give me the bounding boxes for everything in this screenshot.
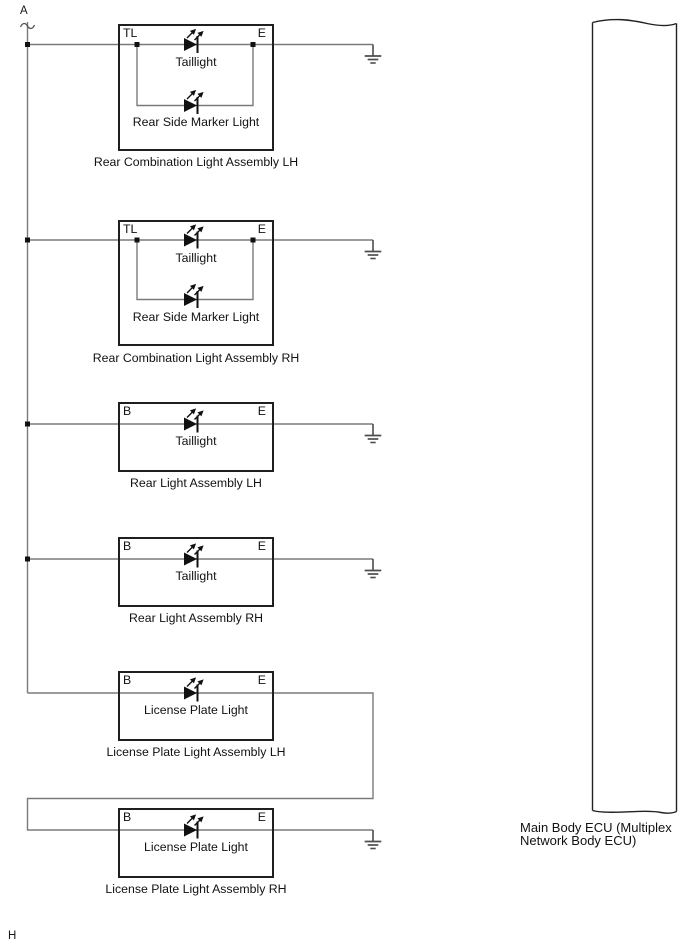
- terminal-label-right: E: [257, 810, 266, 824]
- light-label: License Plate Light: [144, 840, 248, 854]
- component-box-rear-light-rh: [118, 537, 274, 607]
- connector-marker-bottom: H: [8, 930, 17, 942]
- terminal-label-left: B: [123, 404, 132, 418]
- light-label: Taillight: [175, 250, 217, 265]
- assembly-label: Rear Combination Light Assembly RH: [92, 350, 300, 365]
- junction-dot: [134, 42, 140, 47]
- terminal-label-right: E: [257, 539, 266, 553]
- ground-icon: [363, 239, 383, 260]
- component-box-rear-combination-lh: [118, 24, 274, 151]
- component-box-license-plate-lh: [118, 671, 274, 741]
- assembly-label: License Plate Light Assembly LH: [106, 745, 286, 759]
- assembly-label: License Plate Light Assembly RH: [105, 882, 287, 896]
- ecu-label-line2: Network Body ECU): [520, 833, 637, 848]
- light-label: Rear Side Marker Light: [132, 309, 260, 324]
- terminal-label-left: TL: [123, 221, 138, 236]
- terminal-label-right: E: [257, 404, 266, 418]
- light-label: License Plate Light: [144, 703, 248, 717]
- break-icon: [19, 22, 36, 30]
- terminal-label-left: B: [123, 810, 132, 824]
- junction-dot: [25, 556, 30, 562]
- component-box-rear-light-lh: [118, 402, 274, 472]
- junction-dot: [25, 42, 30, 47]
- terminal-label-left: B: [123, 673, 132, 687]
- junction-dot: [25, 237, 30, 243]
- junction-dot: [250, 237, 256, 243]
- ground-icon: [363, 829, 383, 850]
- ground-icon: [363, 43, 383, 64]
- light-label: Rear Side Marker Light: [132, 115, 260, 129]
- terminal-label-right: E: [257, 26, 266, 40]
- ground-icon: [363, 558, 383, 579]
- ecu-label-line1: Main Body ECU (Multiplex: [520, 820, 672, 835]
- assembly-label: Rear Light Assembly RH: [129, 611, 263, 625]
- component-box-license-plate-rh: [118, 808, 274, 878]
- light-label: Taillight: [175, 434, 217, 448]
- junction-dots: [25, 42, 256, 562]
- junction-dot: [134, 237, 140, 243]
- connector-marker-top: A: [20, 5, 28, 17]
- terminal-label-right: E: [257, 673, 266, 687]
- terminal-label-left: B: [123, 539, 132, 553]
- terminal-label-left: TL: [123, 26, 138, 40]
- junction-dot: [25, 421, 30, 427]
- ecu-outline: [591, 18, 678, 814]
- junction-dot: [250, 42, 256, 47]
- terminal-label-right: E: [257, 221, 266, 236]
- license-loop-wire: [26, 692, 374, 831]
- assembly-label: Rear Combination Light Assembly LH: [93, 155, 299, 169]
- ground-icon: [363, 423, 383, 444]
- light-label: Taillight: [175, 569, 217, 583]
- light-label: Taillight: [175, 54, 217, 69]
- assembly-label: Rear Light Assembly LH: [130, 476, 262, 490]
- component-box-rear-combination-rh: [118, 219, 274, 346]
